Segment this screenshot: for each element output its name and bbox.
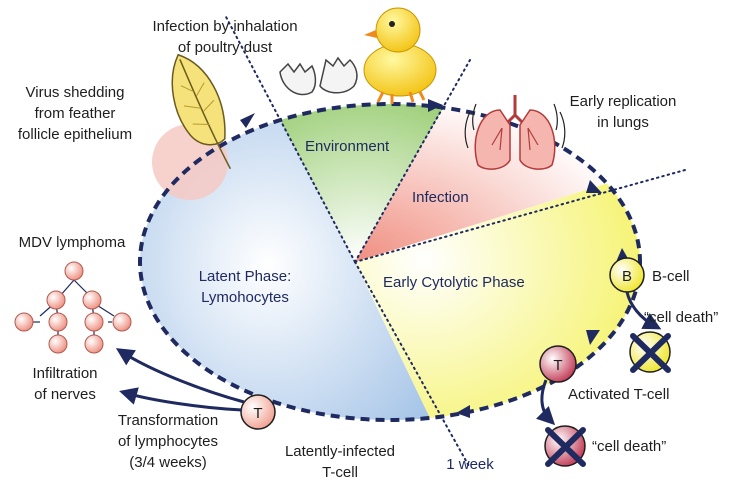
- virus-shedding-line3: follicle epithelium: [18, 126, 132, 143]
- phase-dividers: [224, 14, 686, 469]
- lymphoma-cell: [82, 290, 102, 310]
- lymphoma-cell: [64, 261, 84, 281]
- cycle-arrowhead-bottom: [456, 405, 470, 418]
- cell-death-label-2: “cell death”: [592, 438, 666, 455]
- infiltration-line1: Infiltration: [32, 365, 97, 382]
- eggshell-icon: [279, 56, 358, 96]
- activated-t-cell-letter: T: [553, 357, 562, 374]
- infection-inhalation-line1: Infection by inhalation: [152, 18, 297, 35]
- transformation-line3: (3/4 weeks): [129, 454, 207, 471]
- lymphoma-cell: [46, 290, 66, 310]
- feather-icon: [171, 53, 232, 170]
- lymphoma-cell: [84, 334, 104, 354]
- activated-t-cell-label: Activated T-cell: [568, 386, 669, 403]
- virus-shedding-line2: from feather: [35, 105, 116, 122]
- latently-infected-line1: Latently-infected: [285, 443, 395, 460]
- latent-t-cell: [240, 394, 276, 430]
- virus-shedding-line1: Virus shedding: [26, 84, 125, 101]
- one-week-label: 1 week: [446, 456, 494, 473]
- environment-label: Environment: [305, 138, 390, 155]
- cycle-arrowhead-bottom-right: [586, 330, 600, 345]
- cross-icon: [545, 427, 586, 467]
- early-cytolytic-label: Early Cytolytic Phase: [383, 274, 525, 291]
- lymphoma-cell: [14, 312, 34, 332]
- activated-t-cell: [539, 345, 577, 383]
- cycle-arrowhead-top-left: [240, 113, 255, 128]
- cycle-ellipse: [138, 102, 642, 422]
- early-replication-line2: in lungs: [597, 114, 649, 131]
- b-cell-arrow: [625, 291, 662, 330]
- latent-phase-label-line1: Latent Phase:: [199, 268, 292, 285]
- infiltration-arrow: [115, 348, 245, 404]
- cycle-arrowhead-right: [586, 180, 602, 193]
- cell-death-label-1: “cell death”: [644, 309, 718, 326]
- t-cell-arrow: [536, 379, 556, 426]
- b-cell-letter: B: [622, 268, 632, 285]
- b-cell-label: B-cell: [652, 268, 690, 285]
- early-replication-line1: Early replication: [570, 93, 677, 110]
- latent-phase-label-line2: Lymohocytes: [201, 289, 289, 306]
- infiltration-line2: of nerves: [34, 386, 96, 403]
- dead-t-cell: [544, 425, 586, 467]
- cross-icon: [630, 333, 671, 373]
- lymphoma-cell: [48, 334, 68, 354]
- lymphoma-cell: [84, 312, 104, 332]
- transformation-line2: of lymphocytes: [118, 433, 218, 450]
- lymphoma-cell: [48, 312, 68, 332]
- infection-label: Infection: [412, 189, 469, 206]
- chick-icon: [363, 7, 437, 104]
- lymphoma-cell: [112, 312, 132, 332]
- transformation-line1: Transformation: [118, 412, 218, 429]
- infection-inhalation-line2: of poultry dust: [178, 39, 273, 56]
- lymphoma-tree: [14, 261, 132, 354]
- mdv-lymphoma-label: MDV lymphoma: [19, 234, 126, 251]
- cycle-arrowhead-top: [428, 99, 443, 112]
- latently-infected-line2: T-cell: [322, 464, 358, 481]
- dead-b-cell: [629, 331, 671, 373]
- lungs-icon: [464, 95, 566, 170]
- transformation-arrow: [119, 387, 243, 412]
- latent-t-cell-letter: T: [253, 405, 262, 422]
